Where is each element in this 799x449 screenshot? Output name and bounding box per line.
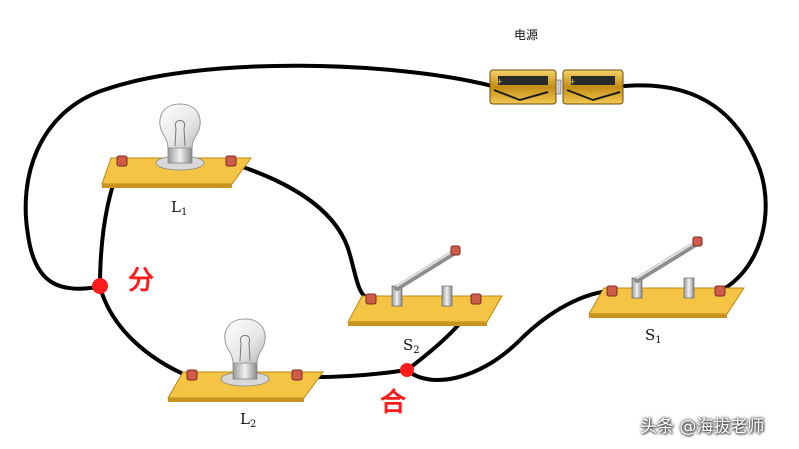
svg-text:+: +: [569, 77, 576, 86]
merge-note: 合: [380, 388, 407, 418]
switch-s1-label-sub: 1: [655, 335, 662, 346]
switch-s2: [347, 245, 503, 326]
lamp-l1-label-main: L: [171, 198, 181, 216]
switch-s2-label-sub: 2: [413, 345, 420, 356]
wire-junction-to-s1: [405, 289, 614, 382]
power-label: 电源: [514, 28, 539, 42]
wire-top-left: [23, 63, 494, 291]
svg-text:+: +: [496, 77, 503, 86]
switch-s2-label: S2: [403, 338, 420, 356]
wire-l1-to-s2: [229, 161, 372, 302]
battery-pack: + +: [489, 69, 624, 105]
watermark: 头条 @海拔老师: [640, 417, 765, 437]
split-note: 分: [128, 266, 155, 296]
junction-left-dot: [92, 278, 108, 294]
lamp-l2-label: L2: [240, 412, 256, 430]
lamp-l2-label-sub: 2: [249, 419, 257, 430]
wire-battery-to-s1: [623, 83, 768, 293]
lamp-l2: [167, 318, 324, 402]
switch-s2-label-main: S: [403, 336, 414, 354]
switch-s1-label-main: S: [645, 326, 656, 344]
lamp-l1-label: L1: [171, 200, 187, 218]
switch-s1: [588, 236, 745, 318]
junction-bottom-dot: [400, 363, 414, 377]
lamp-l1: [101, 103, 252, 188]
lamp-l2-label-main: L: [240, 410, 250, 428]
lamp-l1-label-sub: 1: [180, 207, 188, 218]
switch-s1-label: S1: [645, 328, 662, 346]
wire-junction-to-l2: [98, 285, 192, 379]
